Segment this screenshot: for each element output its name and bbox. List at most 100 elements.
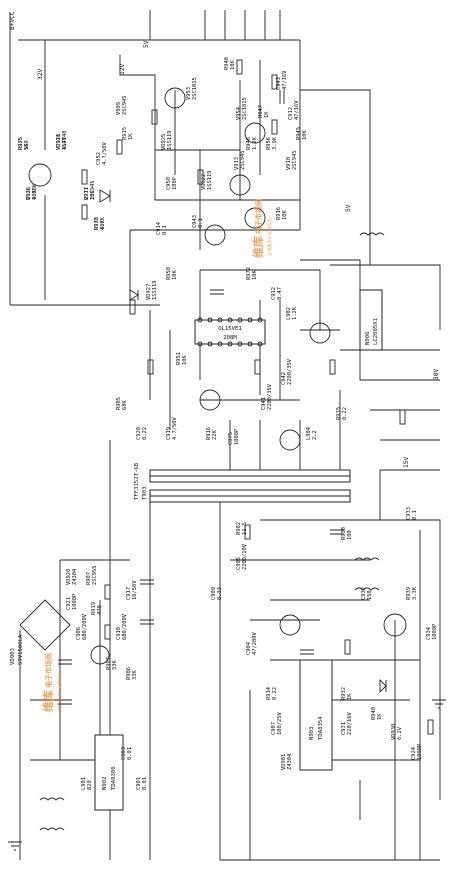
transformer-core bbox=[149, 469, 351, 503]
part-label: R9401K bbox=[371, 707, 383, 720]
part-label: R9151K bbox=[122, 127, 134, 140]
part-label: L9042.2 bbox=[306, 427, 318, 440]
part-label: C910680/200V bbox=[116, 613, 128, 640]
part-label: R97210K bbox=[246, 267, 258, 280]
part-label: R935560 bbox=[18, 137, 30, 150]
ic-right-label: N906 bbox=[365, 332, 371, 345]
watermark-bottom-brand: 维库 bbox=[41, 690, 55, 712]
ic-mid-sublabel: 208M bbox=[223, 335, 237, 341]
part-label: VD9111N4148 bbox=[56, 131, 68, 150]
part-label: C9140.1 bbox=[156, 222, 168, 235]
part-label: R97810K bbox=[94, 217, 106, 230]
part-label: C9200.22 bbox=[136, 427, 148, 440]
watermark-top-brand: 维库 bbox=[251, 236, 265, 258]
part-label: VD9251SS119 bbox=[161, 131, 173, 150]
bridge-rectifier bbox=[19, 599, 71, 651]
part-label: R94510K bbox=[296, 127, 308, 140]
part-label: C90447/200V bbox=[246, 632, 258, 655]
part-label: R90733K bbox=[106, 657, 118, 670]
watermark-top-sub: 全球最大IC采购网站 bbox=[266, 218, 273, 256]
part-label: C9010.01 bbox=[136, 777, 148, 790]
watermark-top-tagline: 电子市场网 bbox=[254, 199, 263, 234]
part-label: C9194.7/50V bbox=[166, 417, 178, 440]
part-labels: R9751K VD9264.7V V9264.3BK R97710K R97810K C9… bbox=[18, 57, 438, 790]
part-label: C9030.01 bbox=[121, 747, 133, 760]
part-label: C9341000P bbox=[426, 624, 438, 640]
part-label: L901820 bbox=[81, 777, 93, 790]
part-label: R9350.22 bbox=[336, 407, 348, 420]
rail-30v: 30V bbox=[433, 369, 440, 380]
part-label: R91622K bbox=[206, 427, 218, 440]
part-label: C9090.33 bbox=[211, 587, 223, 600]
watermark-top: 维库 电子市场网 全球最大IC采购网站 bbox=[251, 199, 273, 258]
part-label: R93610K bbox=[26, 187, 38, 200]
part-label: V9542SC1815 bbox=[236, 97, 248, 120]
part-label: R97710K bbox=[84, 187, 96, 200]
part-label: R94810K bbox=[224, 57, 236, 70]
part-label: C91247/16V bbox=[288, 100, 300, 120]
part-label: R95110K bbox=[176, 352, 188, 365]
part-label: R9072SC955 bbox=[86, 566, 98, 585]
bridge-sublabel: STV1506LA bbox=[18, 634, 24, 665]
rail-32v: 32V bbox=[37, 69, 44, 80]
part-label: C94347/16V bbox=[276, 70, 288, 90]
part-label: V9112SC945 bbox=[84, 181, 96, 200]
part-label: V9132SC945 bbox=[234, 151, 246, 170]
part-label: VD920Z4304 bbox=[66, 569, 78, 585]
watermark-bottom-tagline: 电子市场网 bbox=[44, 653, 53, 688]
ic-left-label: N902 bbox=[102, 777, 108, 790]
wiring bbox=[9, 10, 441, 861]
part-label: C9430.1 bbox=[192, 215, 204, 228]
part-label: R9321K bbox=[341, 687, 353, 700]
part-label: R90211.5 bbox=[236, 522, 248, 535]
part-label: R91610K bbox=[276, 207, 288, 220]
watermark-bottom: 维库 电子市场网 全球最大IC采购网站 bbox=[41, 653, 63, 712]
rail-b-vcc: B+VCC bbox=[9, 11, 16, 30]
part-label: R9334.7K bbox=[94, 216, 106, 230]
part-label: VD9264.7V bbox=[56, 134, 68, 150]
ic-bottom-label: N903 bbox=[309, 727, 315, 740]
part-label: R9393.3K bbox=[406, 586, 418, 600]
part-label: R9471K bbox=[258, 105, 270, 118]
part-label: R9563.9K bbox=[266, 136, 278, 150]
part-label: C9241000P bbox=[411, 744, 423, 760]
part-label: C906680/200V bbox=[76, 613, 88, 640]
part-label: C9524.7/50V bbox=[96, 142, 108, 165]
rail-12v: 12V bbox=[119, 64, 126, 75]
ic-left-package bbox=[94, 734, 124, 811]
part-label: R95010K bbox=[166, 267, 178, 280]
ic-right-package bbox=[359, 289, 383, 351]
part-label: L9021.2K bbox=[286, 306, 298, 320]
rail-5v-top: 5V bbox=[143, 40, 150, 48]
part-label: V9264.3BK bbox=[26, 183, 38, 200]
part-label: C9052200/10V bbox=[236, 543, 248, 570]
part-label: R90568K bbox=[116, 397, 128, 410]
part-label: C9120.47 bbox=[271, 287, 283, 300]
part-label: V9532SC1815 bbox=[186, 77, 198, 100]
part-label: C9422200/35V bbox=[281, 358, 293, 385]
part-label: VD9306.2V bbox=[391, 724, 403, 740]
part-label: C9330.1 bbox=[406, 507, 418, 520]
part-label: C950100P bbox=[166, 177, 178, 190]
part-label: C9751000P bbox=[228, 429, 240, 445]
part-label: V9092SC945 bbox=[116, 96, 128, 115]
transformer-label: T903 bbox=[142, 487, 148, 500]
ic-mid-label: OL15VE1 bbox=[218, 326, 242, 332]
rail-15v: 15V bbox=[403, 457, 410, 468]
part-label: C931220/16V bbox=[341, 712, 353, 735]
part-label: R9140.22 bbox=[266, 687, 278, 700]
passives bbox=[8, 59, 446, 851]
ic-mid-package bbox=[194, 317, 266, 347]
part-label: R9751K bbox=[18, 137, 30, 150]
part-label: C9211000P bbox=[66, 594, 78, 610]
part-label: R90633K bbox=[126, 667, 138, 680]
part-label: VD9271SS119 bbox=[146, 281, 158, 300]
part-label: VD901Z4304 bbox=[281, 754, 293, 770]
ic-left-sublabel: TDA8380 bbox=[111, 766, 117, 790]
part-label: R919470 bbox=[91, 602, 103, 615]
transformer-sublabel: TFF3152T-6B bbox=[134, 462, 140, 500]
rail-5v-right: 5V bbox=[345, 204, 352, 212]
transistors bbox=[28, 87, 407, 665]
ic-bottom-package bbox=[299, 659, 333, 771]
bridge-label: VD903 bbox=[10, 648, 16, 665]
